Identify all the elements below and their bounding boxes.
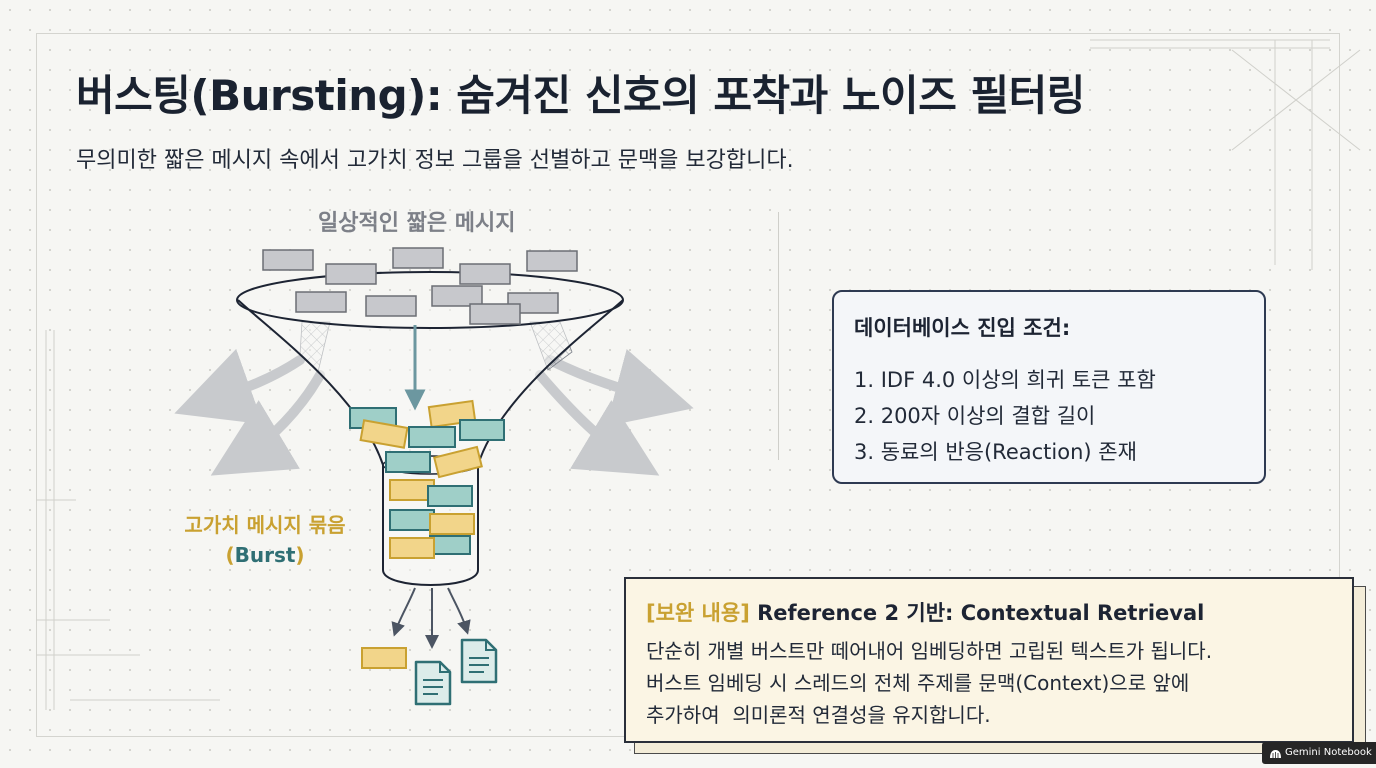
db-condition-item: 3. 동료의 반응(Reaction) 존재 xyxy=(854,440,1137,464)
teal-message xyxy=(429,535,471,555)
gold-message xyxy=(433,445,483,479)
db-condition-item: 2. 200자 이상의 결합 길이 xyxy=(854,404,1096,428)
gray-message xyxy=(262,249,314,271)
note-line: 단순히 개별 버스트만 떼어내어 임베딩하면 고립된 텍스트가 됩니다. xyxy=(646,639,1213,663)
teal-message xyxy=(427,485,473,507)
divider-line xyxy=(778,212,779,460)
teal-message xyxy=(385,451,431,473)
note-line: 버스트 임베딩 시 스레드의 전체 주제를 문맥(Context)으로 앞에 xyxy=(646,671,1190,695)
gray-message xyxy=(431,285,483,307)
gray-message xyxy=(392,247,444,269)
note-line: 추가하여 의미론적 연결성을 유지합니다. xyxy=(646,703,991,727)
page-title: 버스팅(Bursting): 숨겨진 신호의 포착과 노이즈 필터링 xyxy=(76,71,1085,120)
document-icon xyxy=(414,660,452,706)
funnel-rim xyxy=(236,271,624,329)
output-arrows xyxy=(391,587,471,649)
funnel-top-label: 일상적인 짧은 메시지 xyxy=(318,211,516,236)
gray-message xyxy=(325,263,377,285)
db-condition-item: 1. IDF 4.0 이상의 희귀 토큰 포함 xyxy=(854,368,1156,392)
filter-out-arrows xyxy=(174,348,694,476)
teal-message xyxy=(459,419,505,441)
note-title: [보완 내용] Reference 2 기반: Contextual Retri… xyxy=(646,597,1204,627)
note-tag: [보완 내용] xyxy=(646,601,750,625)
burst-label-open: ( xyxy=(225,543,235,567)
burst-label-line1: 고가치 메시지 묶음 xyxy=(184,513,346,537)
gold-message xyxy=(429,513,475,535)
db-conditions-card: 데이터베이스 진입 조건: 1. IDF 4.0 이상의 희귀 토큰 포함 2.… xyxy=(832,290,1266,484)
gray-message xyxy=(526,250,578,272)
note-body: 단순히 개별 버스트만 떼어내어 임베딩하면 고립된 텍스트가 됩니다. 버스트… xyxy=(646,635,1212,731)
note-card: [보완 내용] Reference 2 기반: Contextual Retri… xyxy=(624,577,1354,743)
burst-messages xyxy=(349,399,505,559)
gray-message xyxy=(365,295,417,317)
gray-messages xyxy=(262,247,578,325)
burst-label-close: ) xyxy=(295,543,305,567)
gold-message xyxy=(359,419,409,449)
teal-message xyxy=(408,426,456,448)
db-conditions-list: 1. IDF 4.0 이상의 희귀 토큰 포함 2. 200자 이상의 결합 길… xyxy=(854,362,1156,470)
document-icon xyxy=(460,638,498,684)
output-gold-message xyxy=(361,647,407,669)
teal-message xyxy=(389,509,435,531)
note-heading: Reference 2 기반: Contextual Retrieval xyxy=(757,601,1205,625)
gemini-notebook-badge[interactable]: Gemini Notebook xyxy=(1262,742,1376,764)
gemini-icon xyxy=(1270,749,1281,758)
burst-label-word: Burst xyxy=(234,543,296,567)
db-conditions-title: 데이터베이스 진입 조건: xyxy=(854,316,1071,340)
gray-message xyxy=(295,291,347,313)
burst-label: 고가치 메시지 묶음 (Burst) xyxy=(150,510,380,570)
gray-message xyxy=(469,303,521,325)
gray-message xyxy=(459,263,511,285)
badge-label: Gemini Notebook xyxy=(1285,747,1372,758)
page-subtitle: 무의미한 짧은 메시지 속에서 고가치 정보 그룹을 선별하고 문맥을 보강합니… xyxy=(76,148,794,173)
gold-message xyxy=(389,537,435,559)
